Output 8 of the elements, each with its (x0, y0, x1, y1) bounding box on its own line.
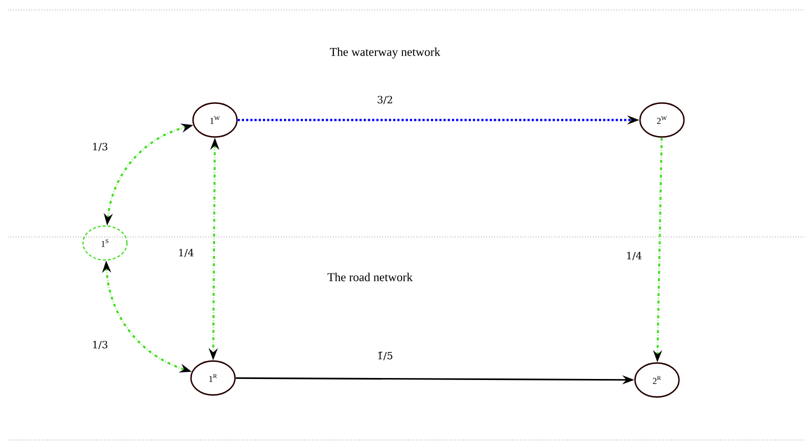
network-title: The road network (328, 272, 413, 282)
edge-label: 3/2 (378, 96, 392, 104)
edge-label: 1/4 (627, 252, 642, 260)
edge-label: 1/4 (179, 248, 194, 258)
edge-label: 1/3 (93, 142, 108, 152)
network-title: The waterway network (330, 48, 440, 58)
edge-label: 1̄/5 (378, 352, 392, 360)
edge-label: 1/3 (93, 340, 108, 350)
